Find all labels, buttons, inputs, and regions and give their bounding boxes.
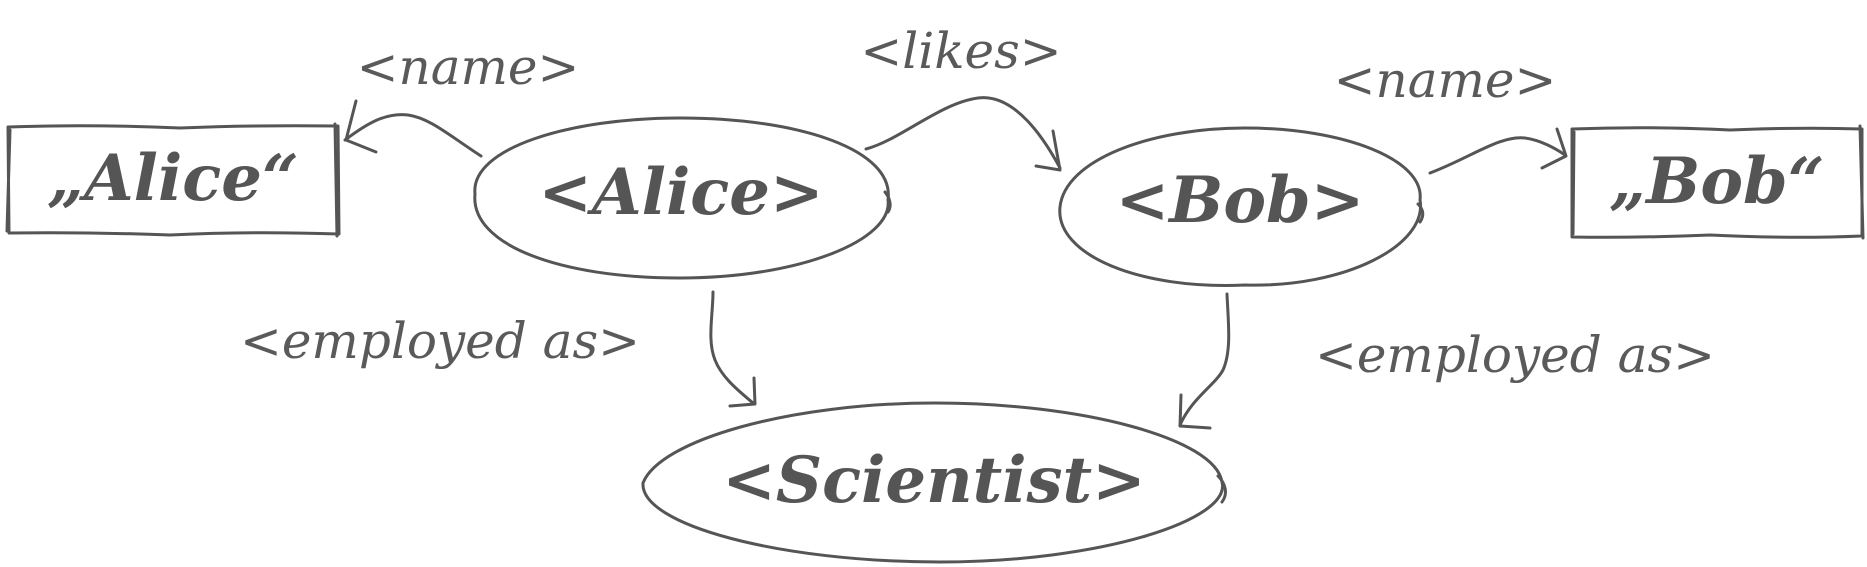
edge-bob-employed-label: <employed as> (1315, 326, 1715, 384)
edge-bob-name-label: <name> (1334, 51, 1557, 109)
node-bob: <Bob> (1058, 126, 1425, 287)
literal-box-alice: „Alice“ (5, 122, 341, 238)
edge-bob-employed-as: <employed as> (1178, 292, 1715, 430)
literal-bob-label: „Bob“ (1609, 144, 1824, 219)
edge-alice-name: <name> (343, 38, 580, 158)
edge-bob-name: <name> (1334, 51, 1568, 175)
edge-alice-employed-as: <employed as> (240, 290, 757, 408)
literal-alice-label: „Alice“ (47, 141, 299, 216)
edge-alice-employed-label: <employed as> (240, 312, 640, 370)
literal-box-bob: „Bob“ (1570, 124, 1865, 240)
node-scientist: <Scientist> (641, 401, 1227, 564)
node-alice: <Alice> (473, 116, 892, 280)
edge-likes-label: <likes> (860, 22, 1061, 80)
node-alice-label: <Alice> (538, 155, 823, 230)
arrowhead-icon (728, 376, 757, 408)
edge-alice-name-label: <name> (357, 38, 580, 96)
node-scientist-label: <Scientist> (722, 443, 1145, 518)
arrowhead-icon (1034, 129, 1062, 172)
arrowhead-icon (344, 99, 378, 154)
arrowhead-icon (1178, 393, 1212, 430)
arrowhead-icon (1540, 127, 1568, 170)
edge-alice-likes-bob: <likes> (860, 22, 1062, 172)
node-bob-label: <Bob> (1116, 163, 1365, 238)
